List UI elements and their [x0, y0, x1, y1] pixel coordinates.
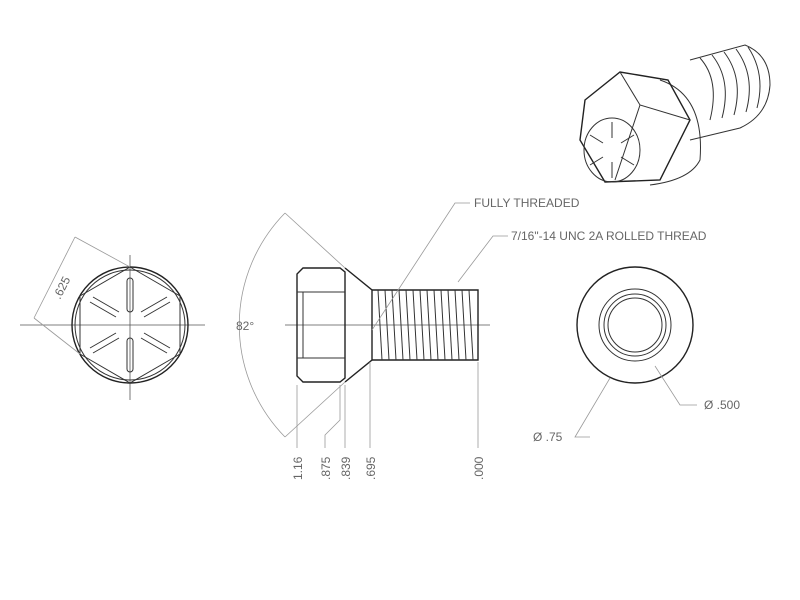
thread-line: [412, 289, 418, 361]
fully-threaded-callout: FULLY THREADED: [474, 196, 580, 210]
ordinate-875: .875: [319, 456, 333, 480]
thread-line: [468, 289, 474, 361]
ordinate-000: .000: [472, 456, 486, 480]
isometric-view: [579, 44, 771, 186]
thread-line: [391, 289, 397, 361]
thread-diameter-dimension: Ø .500: [704, 398, 740, 412]
ordinate-695: .695: [364, 456, 378, 480]
thread-line: [398, 289, 404, 361]
ordinate-1-16: 1.16: [291, 456, 305, 480]
outer-diameter-dimension: Ø .75: [533, 430, 563, 444]
thread-line: [426, 289, 432, 361]
end-view-thread: Ø .75 Ø .500: [533, 266, 740, 444]
thread-line: [433, 289, 439, 361]
end-view-head: .625: [20, 236, 205, 400]
angle-dimension: 82°: [236, 319, 254, 333]
thread-spec-callout: 7/16"-14 UNC 2A ROLLED THREAD: [511, 229, 707, 243]
thread-line: [461, 289, 467, 361]
thread-line: [440, 289, 446, 361]
thread-line: [405, 289, 411, 361]
side-view-bolt: 82° 1.16 .875 .839 .695 .000 FULLY THREA…: [236, 196, 707, 480]
thread-line: [377, 289, 383, 361]
thread-line: [384, 289, 390, 361]
thread-line: [447, 289, 453, 361]
ordinate-839: .839: [339, 456, 353, 480]
thread-line: [454, 289, 460, 361]
thread-line: [419, 289, 425, 361]
hex-flats-dimension: .625: [50, 274, 73, 301]
